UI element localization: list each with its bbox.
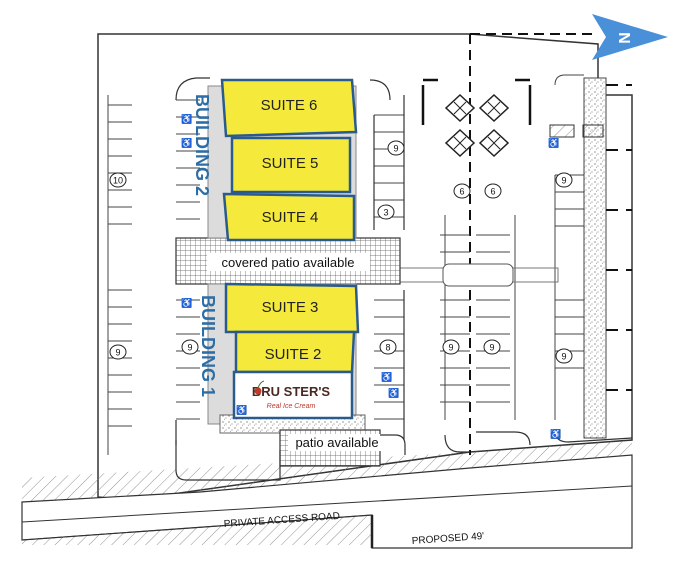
- parking-count-label: 6: [459, 187, 464, 197]
- crosswalk-island: [442, 263, 514, 287]
- road-edge: [21, 514, 373, 541]
- parking-count-label: 6: [490, 187, 495, 197]
- parking-count-label: 9: [561, 176, 566, 186]
- parking-count-marker: [387, 140, 405, 156]
- building-2-label: BUILDING 2: [192, 94, 212, 196]
- north-arrow-label: N: [617, 32, 634, 44]
- south-curb-island-2: [380, 434, 406, 455]
- accessible-icon-2: ♿: [181, 137, 192, 148]
- accessible-icon-7: ♿: [550, 428, 561, 439]
- east-building-edge: [606, 84, 632, 391]
- middle-curb-island: [444, 434, 470, 453]
- accessible-icon-1: ♿: [181, 113, 192, 124]
- suite-4[interactable]: [222, 192, 356, 242]
- parking-count-label: 9: [393, 144, 398, 154]
- accessible-icon-8: ♿: [236, 404, 247, 415]
- parking-count-marker: [379, 339, 397, 355]
- trash-enclosures: [444, 93, 510, 158]
- suite-5[interactable]: [230, 136, 352, 194]
- parking-count-marker: [109, 172, 127, 188]
- parking-count-label: 9: [115, 348, 120, 358]
- north-arrow-icon: N: [592, 14, 668, 60]
- accessible-icon-5: ♿: [388, 387, 399, 398]
- east-curb-island: [554, 429, 633, 443]
- accessible-icon-3: ♿: [181, 297, 192, 308]
- accessible-icon-6: ♿: [548, 137, 559, 148]
- parking-count-label: 9: [489, 343, 494, 353]
- curbs: [175, 77, 405, 445]
- suite-label: SUITE 4: [262, 209, 319, 226]
- road-centerline: [21, 485, 633, 523]
- suite-label: SUITE 6: [261, 97, 318, 114]
- accessible-parking-icons: ♿ ♿ ♿ ♿ ♿ ♿ ♿ ♿: [181, 113, 561, 439]
- open-patio-label-bg: [288, 434, 386, 451]
- parking-stalls-middle: [440, 215, 516, 420]
- parking-count-label: 9: [187, 343, 192, 353]
- suites: SUITE 6 SUITE 5 SUITE 4 SUITE 3 SUITE 2: [220, 78, 360, 374]
- parking-count-marker: [555, 172, 573, 188]
- parking-count-marker: [109, 344, 127, 360]
- suite-6[interactable]: [220, 78, 358, 138]
- covered-patio-label-bg: [207, 253, 370, 271]
- property-line: [469, 33, 598, 455]
- suite-3[interactable]: [224, 282, 360, 334]
- stall-markers-top: [421, 78, 532, 125]
- east-hatch-block-2: [582, 124, 604, 138]
- parking-count-label: 3: [383, 208, 388, 218]
- parking-count-marker: [377, 204, 395, 220]
- parking-count-marker: [181, 339, 199, 355]
- parking-stalls-west: [107, 95, 132, 455]
- parking-count-markers: 10 9 3 9 8 9 6 6 9 9 9 9: [109, 140, 573, 364]
- brusters-logo-name: BRU STER'S: [252, 384, 331, 399]
- suite-label: SUITE 2: [265, 346, 322, 363]
- parking-count-marker: [484, 183, 502, 199]
- parking-count-label: 9: [561, 352, 566, 362]
- proposed-road-label: PROPOSED 49': [411, 531, 484, 547]
- cherry-icon: [254, 380, 265, 395]
- middle-curb-island-2: [476, 431, 531, 446]
- parking-count-marker: [483, 339, 501, 355]
- open-patio-label: patio available: [295, 435, 378, 450]
- building-1-label: BUILDING 1: [198, 295, 218, 397]
- parking-count-label: 8: [385, 343, 390, 353]
- brusters-suite[interactable]: [232, 370, 354, 420]
- covered-patio-label: covered patio available: [222, 255, 355, 270]
- parking-count-marker: [453, 183, 471, 199]
- suite-label: SUITE 5: [262, 155, 319, 172]
- south-curb-island: [175, 440, 281, 481]
- suite-label: SUITE 3: [262, 299, 319, 316]
- accessible-icon-4: ♿: [381, 371, 392, 382]
- east-parking: [554, 74, 584, 420]
- parking-count-label: 9: [448, 343, 453, 353]
- brusters-logo-tagline: Real Ice Cream: [267, 403, 316, 410]
- parking-stalls-building: [176, 99, 404, 420]
- east-sidewalk: [583, 77, 607, 439]
- parking-count-marker: [442, 339, 460, 355]
- parking-count-label: 10: [113, 176, 123, 186]
- parking-count-marker: [555, 348, 573, 364]
- east-hatch-block: [549, 124, 575, 138]
